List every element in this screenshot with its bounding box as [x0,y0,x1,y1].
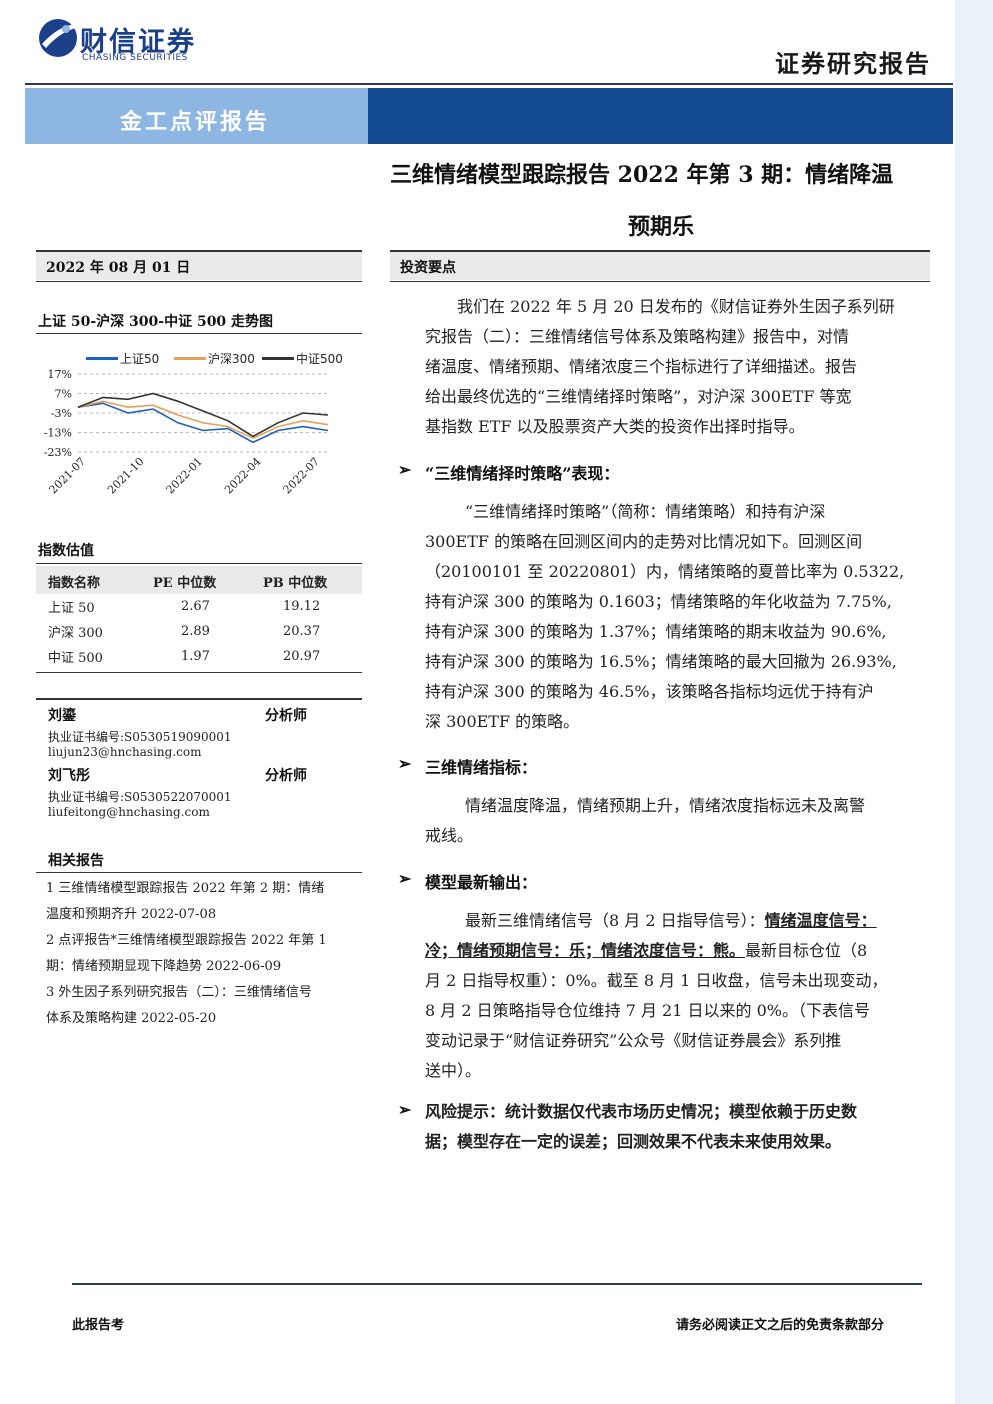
related-item[interactable]: 2 点评报告*三维情绪模型跟踪报告 2022 年第 1 期：情绪预期显现下降趋势… [46,933,327,974]
analyst-email[interactable]: liufeitong@hnchasing.com [48,805,210,819]
y-tick-label: -23% [44,446,72,459]
analyst-cert: 执业证书编号:S0530519090001 [48,730,232,744]
date-top-rule [36,250,362,252]
legend-label: 中证500 [296,352,343,366]
cell-pe: 1.97 [181,649,210,664]
bullet-arrow-icon: ➢ [398,754,412,773]
valuation-table: 指数名称 PE 中位数 PB 中位数 上证 50 2.67 19.12 沪深 3… [48,569,348,669]
series-line [77,392,329,438]
points-top-rule [390,250,930,252]
col-pb: PB 中位数 [263,576,328,591]
footer-left-text: 此报告考 [72,1318,125,1333]
cell-name: 上证 50 [48,601,95,616]
cell-pe: 2.67 [181,599,210,614]
y-tick-label: 17% [48,368,72,381]
strategy-heading: “三维情绪择时策略”表现： [425,464,620,483]
date-bottom-rule [36,281,362,282]
points-bottom-rule [390,281,930,282]
legend-label: 上证50 [120,352,160,366]
analyst-top-rule [36,698,362,700]
points-heading: 投资要点 [400,260,456,276]
related-heading: 相关报告 [48,853,104,869]
report-type-label: 证券研究报告 [775,49,931,78]
related-rule [36,872,362,873]
cell-name: 中证 500 [48,651,103,666]
output-heading: 模型最新输出： [425,873,538,892]
x-tick-label: 2021-10 [105,455,147,497]
report-title-line1: 三维情绪模型跟踪报告 2022 年第 3 期：情绪降温 [390,162,894,188]
bullet-arrow-icon: ➢ [398,1100,412,1119]
legend-swatch [174,357,206,360]
table-row: 上证 50 2.67 19.12 [48,594,348,619]
table-row: 中证 500 1.97 20.97 [48,644,348,669]
company-logo-icon [39,19,77,57]
logo-text: 财信证券 [80,27,196,58]
x-tick-label: 2022-07 [281,455,323,497]
chart-legend: 上证50 沪深300 中证500 [86,350,346,366]
analyst-name: 刘鎏 [48,708,76,724]
valuation-top-rule [36,563,362,564]
cell-pe: 2.89 [181,624,210,639]
footer-disclaimer-link[interactable]: 请务必阅读正文之后的免责条款部分 [676,1318,885,1333]
legend-label: 沪深300 [208,352,255,366]
banner-dark-block [368,88,953,144]
cell-pb: 19.12 [283,599,321,614]
col-index-name: 指数名称 [48,576,101,591]
valuation-header-shade [36,566,362,594]
legend-swatch [262,357,294,360]
indicator-heading: 三维情绪指标： [425,758,538,777]
x-tick-label: 2021-07 [47,455,89,497]
report-date: 2022 年 08 月 01 日 [46,260,191,276]
date-shade [36,252,362,280]
report-title-line2: 预期乐 [628,214,695,240]
y-tick-label: -3% [51,407,72,420]
valuation-heading: 指数估值 [38,543,94,559]
points-shade [390,252,930,280]
legend-swatch [86,357,118,360]
series-line [77,402,329,444]
table-header-row: 指数名称 PE 中位数 PB 中位数 [48,569,348,594]
y-tick-label: 7% [55,388,72,401]
banner-title: 金工点评报告 [120,109,271,135]
trend-rule [36,333,362,334]
header-rule [25,83,953,85]
banner-light-block [25,88,368,144]
table-row: 沪深 300 2.89 20.37 [48,619,348,644]
x-tick-label: 2022-04 [222,455,264,497]
col-pe: PE 中位数 [153,576,217,591]
footer-rule [72,1283,922,1285]
cell-pb: 20.37 [283,624,321,639]
series-line [77,400,329,440]
analyst-name: 刘飞彤 [48,768,90,784]
indicator-paragraph: 情绪温度降温，情绪预期上升，情绪浓度指标远未及离警 戒线。 [425,796,866,845]
intro-paragraph: 我们在 2022 年 5 月 20 日发布的《财信证券外生因子系列研 究报告（二… [425,297,895,436]
analyst-role: 分析师 [265,768,307,784]
cell-name: 沪深 300 [48,626,103,641]
y-tick-label: -13% [44,427,72,440]
related-item[interactable]: 3 外生因子系列研究报告（二）：三维情绪信号 体系及策略构建 2022-05-2… [46,985,312,1026]
signal-temperature: 情绪温度信号： [764,911,877,930]
cell-pb: 20.97 [283,649,321,664]
signal-values: 冷；情绪预期信号：乐；情绪浓度信号：熊。 [425,941,746,960]
right-margin-stripe [955,0,993,1404]
x-tick-label: 2022-01 [164,455,206,497]
analyst-role: 分析师 [265,708,307,724]
logo-subtitle: CHASING SECURITIES [82,53,188,63]
strategy-paragraph: “三维情绪择时策略”（简称：情绪策略）和持有沪深 300ETF 的策略在回测区间… [425,502,905,731]
bullet-arrow-icon: ➢ [398,460,412,479]
related-item[interactable]: 1 三维情绪模型跟踪报告 2022 年第 2 期：情绪 温度和预期齐升 2022… [46,881,325,922]
risk-paragraph: 风险提示：统计数据仅代表市场历史情况；模型依赖于历史数 据；模型存在一定的误差；… [425,1102,858,1151]
output-paragraph: 最新三维情绪信号（8 月 2 日指导信号）：情绪温度信号： 冷；情绪预期信号：乐… [425,911,888,1080]
analyst-email[interactable]: liujun23@hnchasing.com [48,745,202,759]
valuation-bottom-rule [36,672,362,673]
analyst-cert: 执业证书编号:S0530522070001 [48,790,232,804]
trend-chart: 17% 7% -3% -13% -23%2021-07 2021-10 2022-01 202… [44,368,329,497]
trend-heading: 上证 50-沪深 300-中证 500 走势图 [38,314,274,330]
bullet-arrow-icon: ➢ [398,869,412,888]
